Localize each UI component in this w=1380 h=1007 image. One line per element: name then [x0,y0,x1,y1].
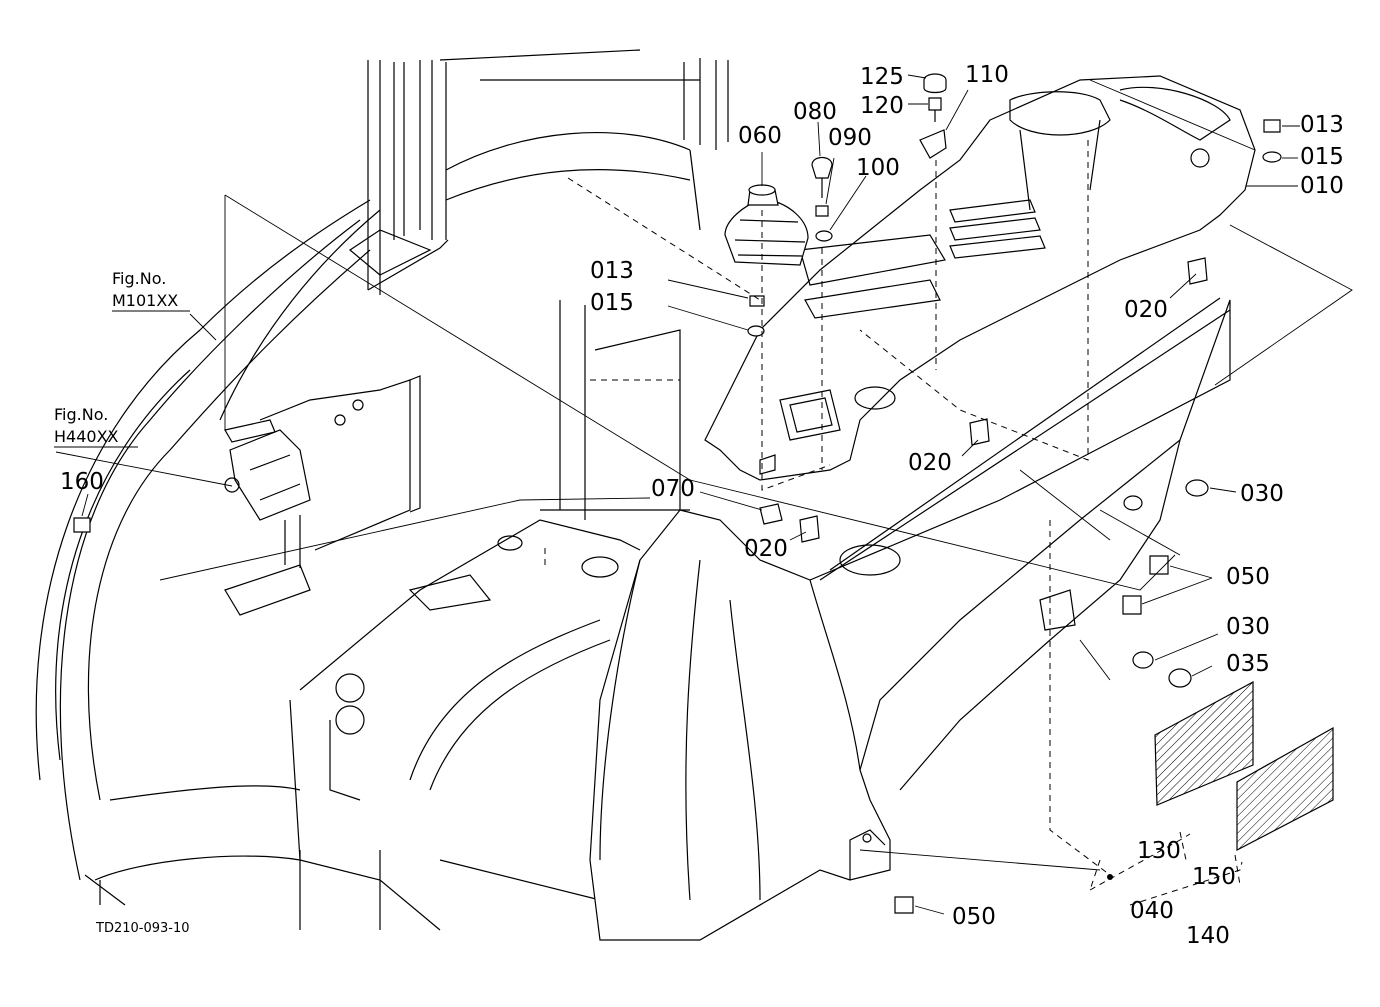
reference-lines [159,79,1353,880]
side-panel [589,297,1231,941]
label-020-right: 020 [1124,297,1168,323]
assembly-lines [544,140,1243,906]
figref-m101-code: M101XX [112,291,178,310]
label-013-right: 013 [1300,112,1344,138]
figref-m101-prefix: Fig.No. [112,269,166,288]
hardware [73,73,1334,914]
part-labels: 125 120 110 080 090 060 100 013 015 013 … [60,62,1344,949]
label-060: 060 [738,123,782,149]
label-020-center: 020 [908,450,952,476]
label-015-right: 015 [1300,144,1344,170]
label-035: 035 [1226,651,1270,677]
label-070: 070 [651,476,695,502]
control-console [704,75,1256,481]
figref-h440-code: H440XX [54,427,119,446]
label-160: 160 [60,469,104,495]
diagram-code: TD210-093-10 [95,921,190,936]
label-050-upper: 050 [1226,564,1270,590]
label-015-left: 015 [590,290,634,316]
label-010: 010 [1300,173,1344,199]
joystick-boot-060 [724,184,809,266]
label-125: 125 [860,64,904,90]
label-050-lower: 050 [952,904,996,930]
label-110: 110 [965,62,1009,88]
cabin-frame [35,49,729,930]
label-140: 140 [1186,923,1230,949]
latch-bracket [224,375,421,616]
label-150: 150 [1192,864,1236,890]
figure-references: Fig.No. M101XX Fig.No. H440XX [54,269,190,448]
label-120: 120 [860,93,904,119]
label-030-lower: 030 [1226,614,1270,640]
label-080: 080 [793,99,837,125]
label-020-left: 020 [744,536,788,562]
floor-panel [289,300,690,931]
label-030-upper: 030 [1240,481,1284,507]
figref-h440-prefix: Fig.No. [54,405,108,424]
label-100: 100 [856,155,900,181]
label-130: 130 [1137,838,1181,864]
label-090: 090 [828,125,872,151]
label-013-left: 013 [590,258,634,284]
label-040: 040 [1130,898,1174,924]
leader-lines [55,74,1300,915]
